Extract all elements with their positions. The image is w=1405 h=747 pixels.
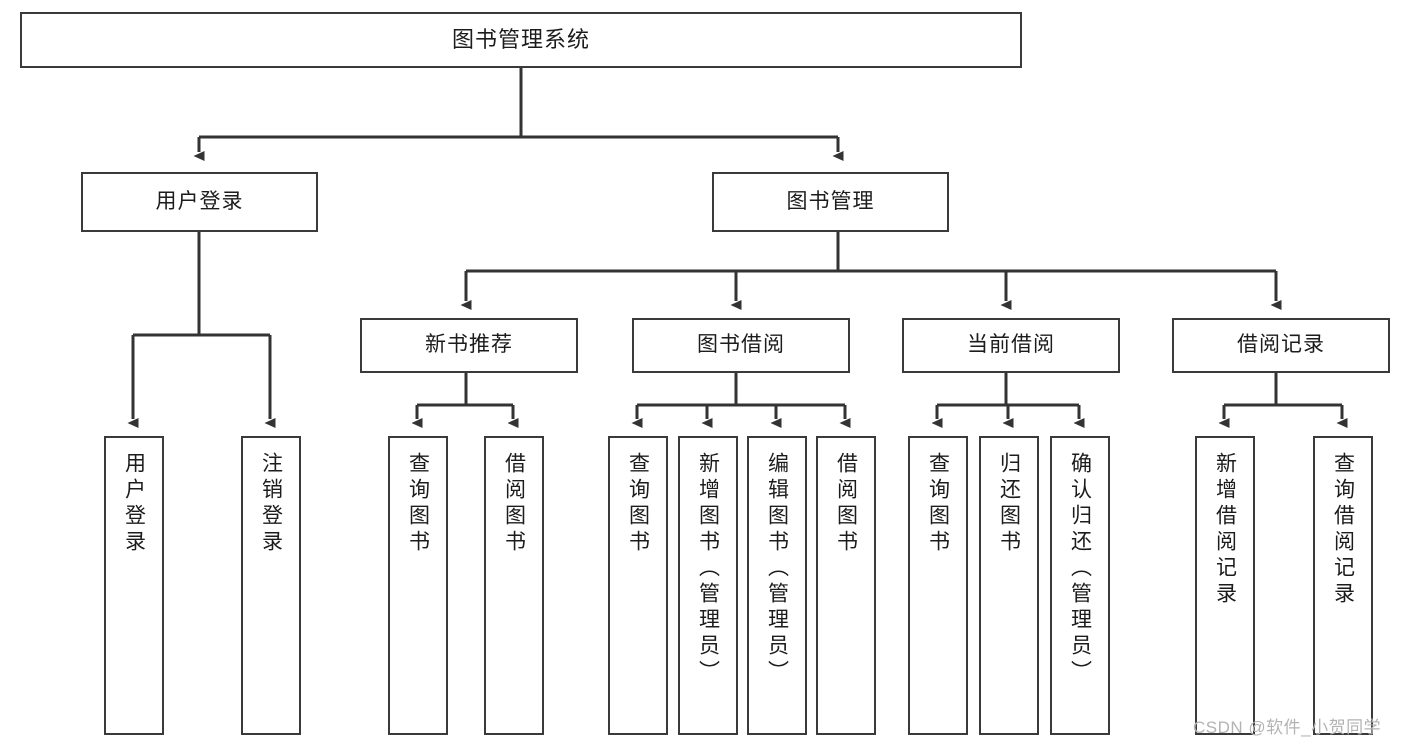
node-new-book-recommend[interactable]: 新书推荐 [360, 318, 578, 373]
node-leaf-borrow-book-2[interactable]: 借阅图书 [816, 436, 876, 735]
node-current-borrow[interactable]: 当前借阅 [902, 318, 1120, 373]
node-leaf-confirm-return[interactable]: 确认归还（管理员） [1050, 436, 1110, 735]
node-leaf-query-book-2-label: 查询图书 [626, 452, 650, 556]
node-leaf-edit-book-label: 编辑图书（管理员） [765, 452, 789, 686]
node-leaf-user-login[interactable]: 用户登录 [104, 436, 164, 735]
node-leaf-edit-book[interactable]: 编辑图书（管理员） [747, 436, 807, 735]
node-leaf-query-book-1[interactable]: 查询图书 [388, 436, 448, 735]
node-leaf-logout-login-label: 注销登录 [259, 452, 283, 556]
node-book-borrow[interactable]: 图书借阅 [632, 318, 850, 373]
node-leaf-borrow-book-1[interactable]: 借阅图书 [484, 436, 544, 735]
node-leaf-confirm-return-label: 确认归还（管理员） [1068, 452, 1092, 686]
node-user-login-label: 用户登录 [155, 189, 244, 213]
node-leaf-query-book-1-label: 查询图书 [406, 452, 430, 556]
node-borrow-record-label: 借阅记录 [1237, 333, 1325, 357]
node-leaf-add-record-label: 新增借阅记录 [1213, 452, 1237, 608]
node-book-manage[interactable]: 图书管理 [712, 172, 949, 232]
node-leaf-query-book-2[interactable]: 查询图书 [608, 436, 668, 735]
node-leaf-query-book-3-label: 查询图书 [926, 452, 950, 556]
node-leaf-query-record[interactable]: 查询借阅记录 [1313, 436, 1373, 735]
node-current-borrow-label: 当前借阅 [967, 333, 1055, 357]
node-user-login[interactable]: 用户登录 [81, 172, 318, 232]
node-leaf-borrow-book-2-label: 借阅图书 [834, 452, 858, 556]
node-leaf-borrow-book-1-label: 借阅图书 [502, 452, 526, 556]
node-leaf-add-book-label: 新增图书（管理员） [696, 452, 720, 686]
node-leaf-user-login-label: 用户登录 [122, 452, 146, 556]
node-leaf-return-book[interactable]: 归还图书 [979, 436, 1039, 735]
node-book-manage-label: 图书管理 [786, 189, 875, 213]
watermark: CSDN @软件_小贺同学 [1193, 718, 1382, 737]
node-root-label: 图书管理系统 [451, 27, 590, 53]
node-book-borrow-label: 图书借阅 [697, 333, 785, 357]
node-leaf-add-record[interactable]: 新增借阅记录 [1195, 436, 1255, 735]
node-leaf-query-record-label: 查询借阅记录 [1331, 452, 1355, 608]
node-leaf-return-book-label: 归还图书 [997, 452, 1021, 556]
node-new-book-recommend-label: 新书推荐 [425, 333, 513, 357]
node-leaf-add-book[interactable]: 新增图书（管理员） [678, 436, 738, 735]
node-leaf-query-book-3[interactable]: 查询图书 [908, 436, 968, 735]
node-borrow-record[interactable]: 借阅记录 [1172, 318, 1390, 373]
node-leaf-logout-login[interactable]: 注销登录 [241, 436, 301, 735]
node-root[interactable]: 图书管理系统 [20, 12, 1022, 68]
